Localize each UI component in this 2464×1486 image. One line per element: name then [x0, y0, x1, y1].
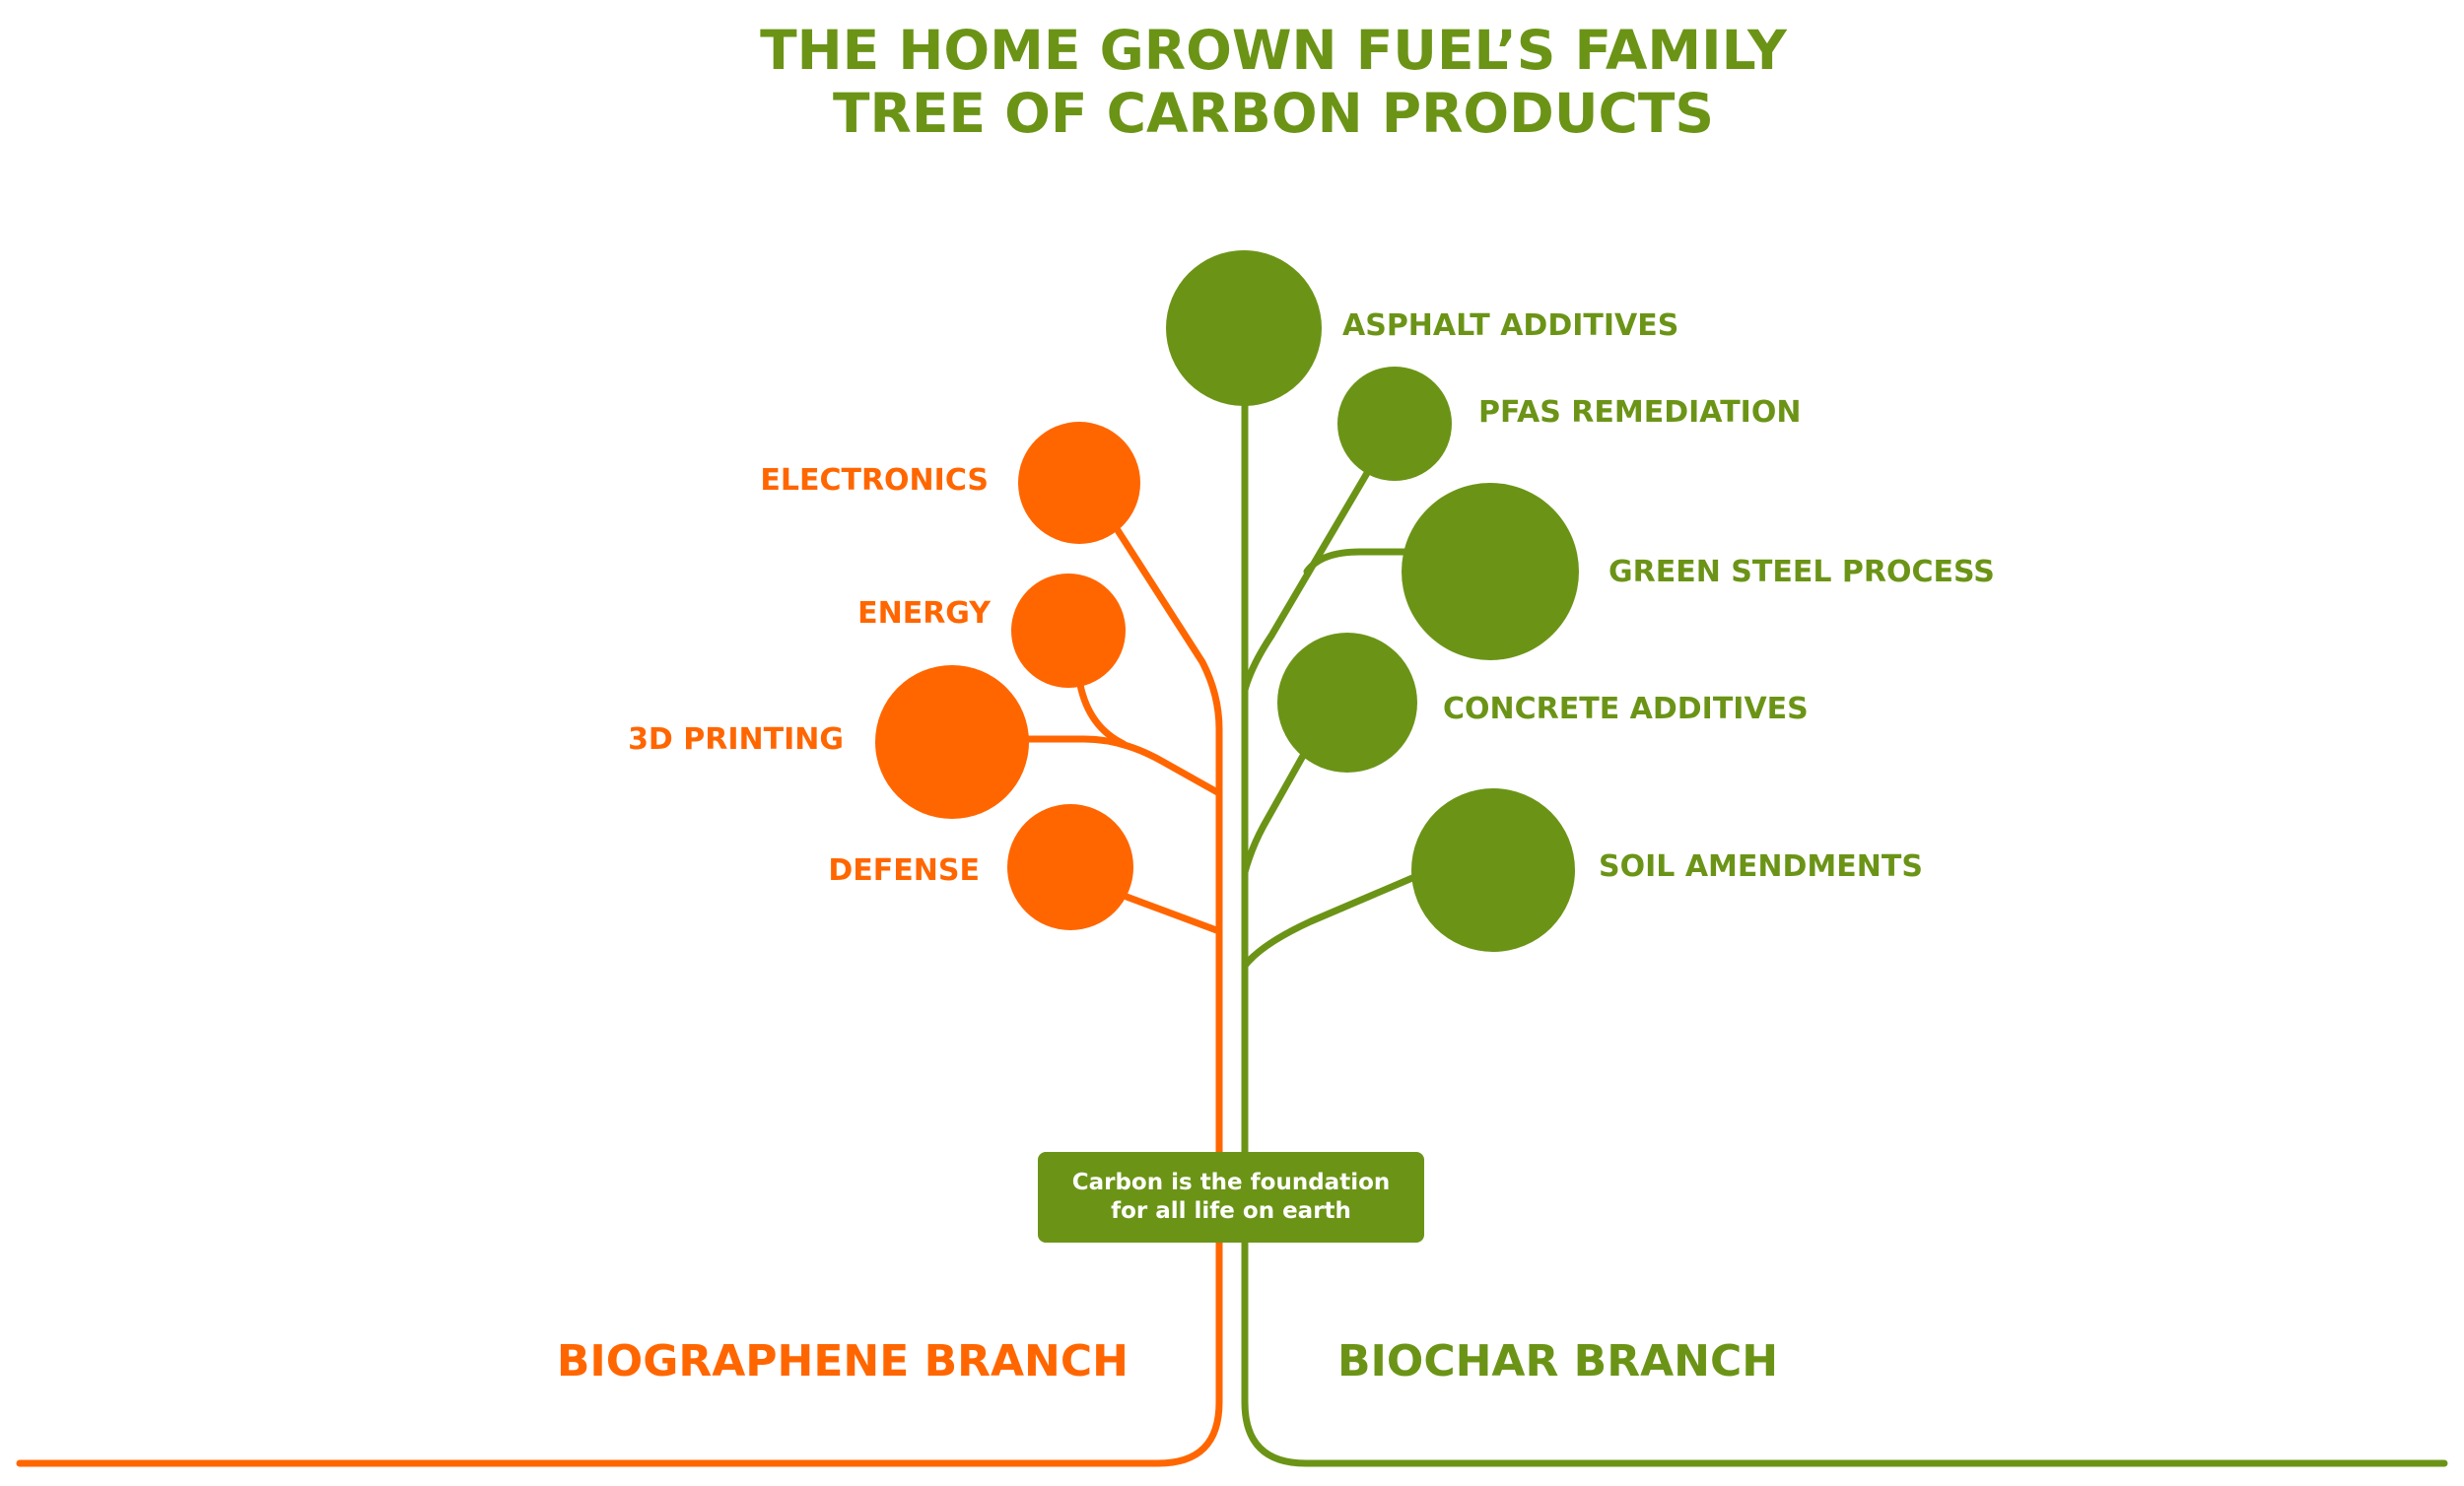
- biographene-leaves: [875, 422, 1140, 930]
- biographene-branch-label: BIOGRAPHENE BRANCH: [557, 1336, 1129, 1386]
- foundation-box-line-2: for all life on earth: [1111, 1198, 1351, 1224]
- energy-stem: [1076, 681, 1128, 748]
- pfas-stem: [1241, 464, 1374, 694]
- biographene-branch-lines: [16, 523, 1223, 1467]
- asphalt-additives-leaf-circle: [1166, 250, 1322, 406]
- biochar-leaf-labels: ASPHALT ADDITIVES PFAS REMEDIATION GREEN…: [1342, 308, 1995, 884]
- 3d-printing-label: 3D PRINTING: [628, 722, 844, 757]
- pfas-remediation-label: PFAS REMEDIATION: [1478, 395, 1801, 430]
- concrete-stem: [1241, 720, 1325, 876]
- green-steel-process-label: GREEN STEEL PROCESS: [1608, 555, 1995, 589]
- 3d-printing-leaf-circle: [875, 665, 1029, 819]
- 3d-printing-stem: [1023, 735, 1223, 797]
- asphalt-additives-label: ASPHALT ADDITIVES: [1342, 308, 1678, 343]
- title-line-1: THE HOME GROWN FUEL’S FAMILY: [760, 19, 1788, 82]
- soil-amendments-leaf-circle: [1411, 788, 1575, 952]
- green-steel-stem: [1303, 548, 1413, 575]
- electronics-leaf-circle: [1018, 422, 1140, 544]
- concrete-additives-leaf-circle: [1277, 633, 1417, 773]
- foundation-box-line-1: Carbon is the foundation: [1072, 1170, 1391, 1195]
- biographene-trunk: [16, 523, 1223, 1467]
- biochar-leaves: [1166, 250, 1579, 952]
- defense-label: DEFENSE: [828, 853, 980, 888]
- defense-leaf-circle: [1007, 804, 1133, 930]
- foundation-box-background: [1038, 1152, 1424, 1243]
- biochar-branch-lines: [1241, 351, 2448, 1467]
- green-steel-process-leaf-circle: [1402, 483, 1579, 660]
- energy-label: ENERGY: [857, 596, 992, 631]
- defense-stem: [1123, 893, 1223, 935]
- biographene-leaf-labels: ELECTRONICS ENERGY 3D PRINTING DEFENSE: [628, 463, 992, 888]
- electronics-label: ELECTRONICS: [760, 463, 989, 498]
- foundation-box: Carbon is the foundation for all life on…: [1038, 1152, 1424, 1243]
- energy-leaf-circle: [1011, 574, 1126, 688]
- biochar-trunk: [1241, 351, 2448, 1467]
- soil-amendments-label: SOIL AMENDMENTS: [1599, 849, 1923, 884]
- biochar-branch-label: BIOCHAR BRANCH: [1337, 1336, 1778, 1386]
- concrete-additives-label: CONCRETE ADDITIVES: [1443, 692, 1809, 726]
- soil-stem: [1241, 871, 1423, 970]
- title-line-2: TREE OF CARBON PRODUCTS: [833, 82, 1714, 145]
- pfas-remediation-leaf-circle: [1337, 367, 1452, 481]
